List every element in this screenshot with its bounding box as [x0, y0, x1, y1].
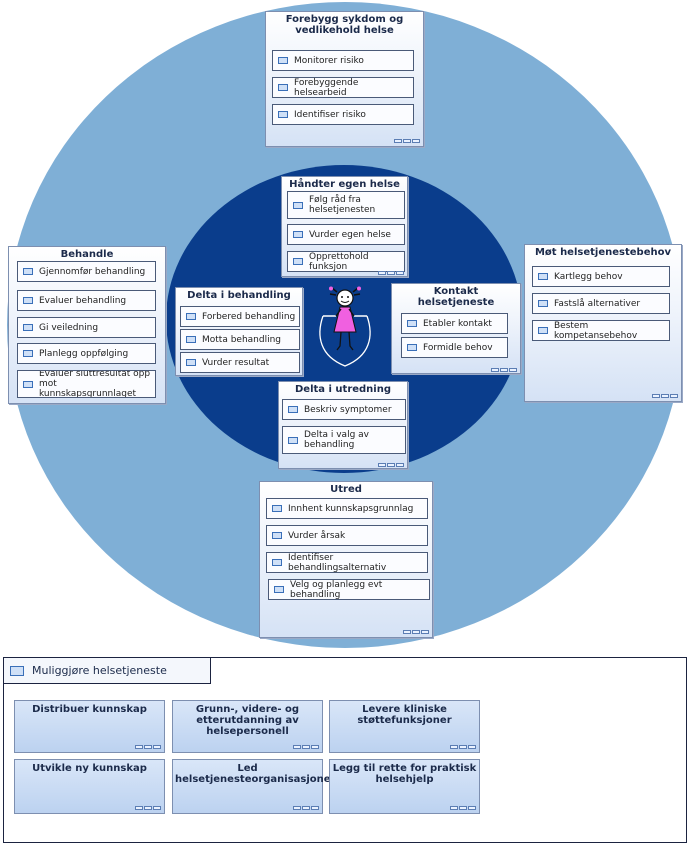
capability-box[interactable]: Levere kliniske støttefunksjoner — [329, 700, 480, 753]
capability-box[interactable]: Grunn-, videre- og etterutdanning av hel… — [172, 700, 323, 753]
component-icon — [538, 327, 548, 334]
left-box[interactable]: Behandle Gjennomfør behandling Evaluer b… — [8, 246, 166, 404]
inner-left-box[interactable]: Delta i behandling Forbered behandling M… — [175, 287, 303, 376]
component-icon — [538, 300, 548, 307]
box-title: Møt helsetjenestebehov — [534, 247, 671, 258]
list-item[interactable]: Følg råd fra helsetjenesten — [287, 191, 405, 219]
component-icon — [407, 320, 417, 327]
expand-icon[interactable] — [450, 806, 476, 810]
inner-top-box[interactable]: Håndter egen helse Følg råd fra helsetje… — [281, 176, 408, 277]
capability-box[interactable]: Led helsetjenesteorganisasjoner — [172, 759, 336, 814]
list-item[interactable]: Fastslå alternativer — [532, 293, 670, 314]
panel-tab[interactable]: Muliggjøre helsetjeneste — [4, 658, 211, 684]
list-item[interactable]: Monitorer risiko — [272, 50, 414, 71]
expand-icon[interactable] — [135, 745, 161, 749]
list-item[interactable]: Evaluer sluttresultat opp mot kunnskapsg… — [17, 370, 156, 398]
expand-icon[interactable] — [652, 394, 678, 398]
expand-icon[interactable] — [450, 745, 476, 749]
inner-bottom-box[interactable]: Delta i utredning Beskriv symptomer Delt… — [278, 381, 408, 469]
list-item[interactable]: Delta i valg av behandling — [282, 426, 406, 454]
expand-icon[interactable] — [293, 745, 319, 749]
box-title: Behandle — [60, 249, 114, 260]
list-item[interactable]: Evaluer behandling — [17, 290, 156, 311]
bottom-box[interactable]: Utred Innhent kunnskapsgrunnlag Vurder å… — [259, 481, 433, 638]
list-item[interactable]: Formidle behov — [401, 337, 508, 358]
jumping-girl-icon — [319, 286, 371, 367]
component-icon — [272, 505, 282, 512]
expand-icon[interactable] — [378, 463, 404, 467]
list-item[interactable]: Opprettohold funksjon — [287, 251, 405, 272]
box-title: Delta i behandling — [187, 290, 291, 301]
list-item[interactable]: Etabler kontakt — [401, 313, 508, 334]
component-icon — [272, 532, 282, 539]
component-icon — [293, 201, 303, 209]
box-title: Utred — [330, 484, 362, 495]
component-icon — [23, 380, 33, 388]
component-icon — [293, 231, 303, 238]
list-item[interactable]: Planlegg oppfølging — [17, 343, 156, 364]
component-icon — [293, 258, 303, 265]
expand-icon[interactable] — [491, 368, 517, 372]
right-box[interactable]: Møt helsetjenestebehov Kartlegg behov Fa… — [524, 244, 682, 402]
list-item[interactable]: Identifiser behandlingsalternativ — [266, 552, 428, 573]
box-title: Kontakt helsetjeneste — [417, 286, 495, 308]
list-item[interactable]: Gi veiledning — [17, 317, 156, 338]
component-icon — [278, 111, 288, 118]
list-item[interactable]: Motta behandling — [180, 329, 300, 350]
list-item[interactable]: Bestem kompetansebehov — [532, 320, 670, 341]
component-icon — [186, 313, 196, 320]
component-icon — [288, 436, 298, 444]
expand-icon[interactable] — [403, 630, 429, 634]
list-item[interactable]: Beskriv symptomer — [282, 399, 406, 420]
component-icon — [23, 268, 33, 275]
enabling-panel: Muliggjøre helsetjeneste Distribuer kunn… — [3, 657, 687, 843]
expand-icon[interactable] — [135, 806, 161, 810]
component-icon — [186, 359, 196, 366]
list-item[interactable]: Innhent kunnskapsgrunnlag — [266, 498, 428, 519]
list-item[interactable]: Forbered behandling — [180, 306, 300, 327]
capability-group-icon — [10, 665, 24, 676]
component-icon — [278, 84, 288, 91]
list-item[interactable]: Velg og planlegg evt behandling — [268, 579, 430, 600]
list-item[interactable]: Forebyggende helsearbeid — [272, 77, 414, 98]
component-icon — [186, 336, 196, 343]
expand-icon[interactable] — [293, 806, 319, 810]
capability-box[interactable]: Legg til rette for praktisk helsehjelp — [329, 759, 480, 814]
component-icon — [538, 273, 548, 280]
box-title: Forebygg sykdom og vedlikehold helse — [285, 14, 404, 36]
list-item[interactable]: Vurder årsak — [266, 525, 428, 546]
component-icon — [274, 586, 284, 593]
component-icon — [23, 324, 33, 331]
component-icon — [23, 297, 33, 304]
box-title: Håndter egen helse — [289, 179, 400, 190]
capability-box[interactable]: Utvikle ny kunnskap — [14, 759, 165, 814]
list-item[interactable]: Vurder resultat — [180, 352, 300, 373]
box-title: Delta i utredning — [294, 384, 392, 395]
list-item[interactable]: Vurder egen helse — [287, 224, 405, 245]
capability-box[interactable]: Distribuer kunnskap — [14, 700, 165, 753]
panel-title: Muliggjøre helsetjeneste — [32, 664, 167, 677]
component-icon — [23, 350, 33, 357]
component-icon — [272, 559, 282, 566]
component-icon — [278, 57, 288, 64]
list-item[interactable]: Kartlegg behov — [532, 266, 670, 287]
top-box[interactable]: Forebygg sykdom og vedlikehold helse Mon… — [265, 11, 424, 147]
inner-right-box[interactable]: Kontakt helsetjeneste Etabler kontakt Fo… — [391, 283, 521, 374]
list-item[interactable]: Gjennomfør behandling — [17, 261, 156, 282]
component-icon — [407, 344, 417, 351]
component-icon — [288, 406, 298, 413]
expand-icon[interactable] — [394, 139, 420, 143]
expand-icon[interactable] — [378, 271, 404, 275]
list-item[interactable]: Identifiser risiko — [272, 104, 414, 125]
